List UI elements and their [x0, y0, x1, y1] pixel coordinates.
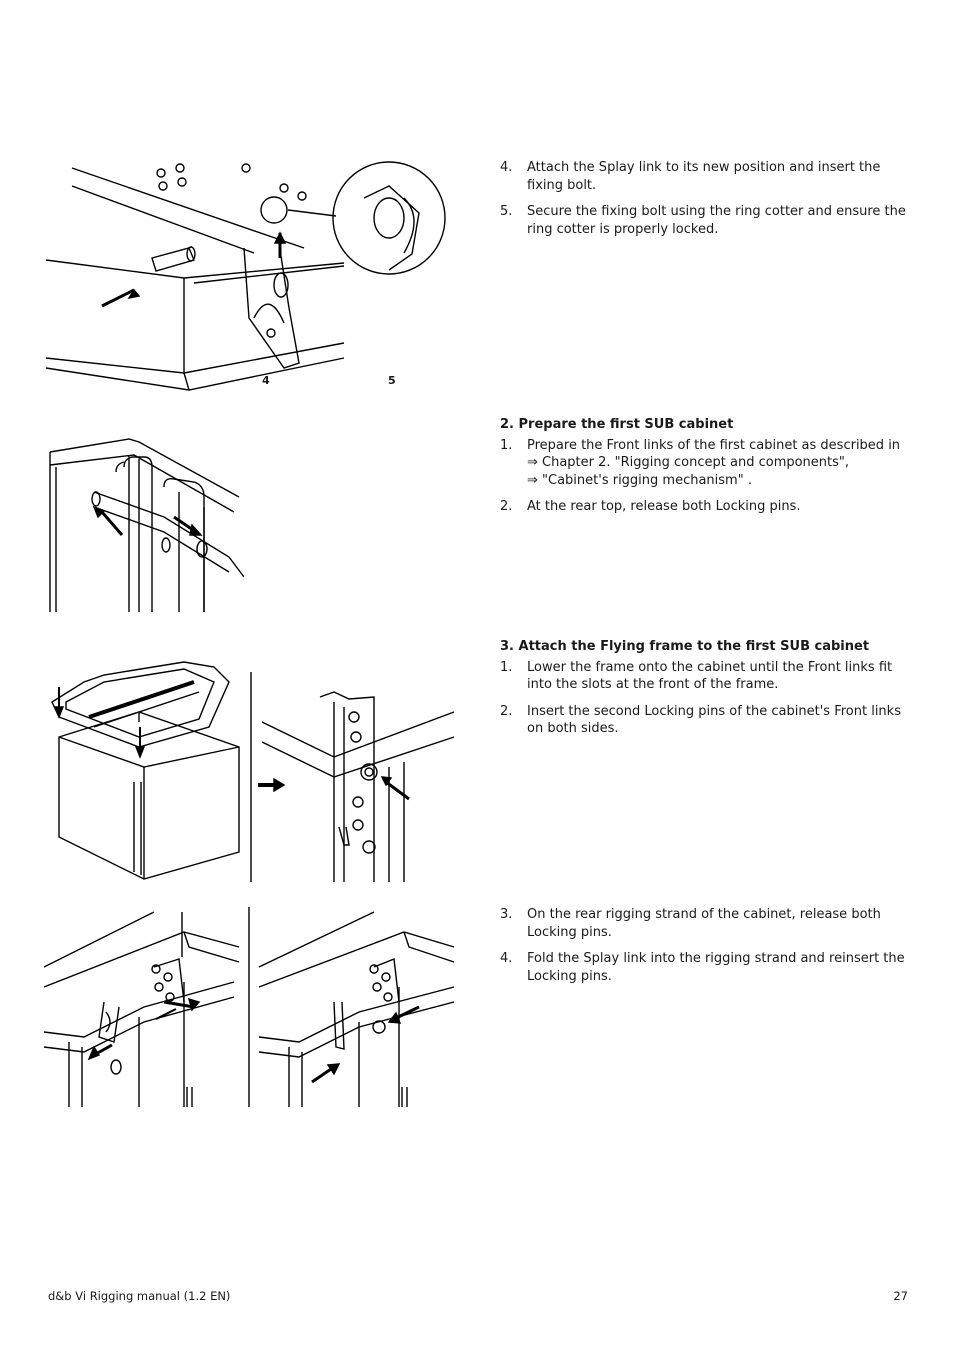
section-fold-splay-link-steps: 3. On the rear rigging strand of the cab… [500, 906, 915, 994]
step-number: 3. [500, 907, 513, 922]
step-text: Lower the frame onto the cabinet until t… [527, 659, 893, 693]
step-item: 4. Fold the Splay link into the rigging … [500, 950, 915, 985]
step-text: Fold the Splay link into the rigging str… [527, 951, 905, 984]
step-number: 2. [500, 499, 513, 514]
figure-fold-splay-link [44, 907, 459, 1107]
section-splay-link-steps: 4. Attach the Splay link to its new posi… [500, 159, 915, 247]
figure-flying-frame-on-cabinet [44, 657, 459, 882]
figure-splay-link-fixing-bolt [44, 158, 474, 398]
section-prepare-sub-cabinet: 2. Prepare the first SUB cabinet 1. Prep… [500, 416, 915, 525]
footer-page-number: 27 [893, 1289, 908, 1303]
steps-list: 1. Lower the frame onto the cabinet unti… [500, 659, 915, 738]
chapter-link[interactable]: ⇒ Chapter 2. "Rigging concept and compon… [527, 455, 850, 470]
figure1-callout-5: 5 [388, 374, 396, 387]
step-item: 1. Prepare the Front links of the first … [500, 437, 915, 490]
step-item: 5. Secure the fixing bolt using the ring… [500, 203, 915, 238]
step-text: At the rear top, release both Locking pi… [527, 499, 801, 514]
step-number: 1. [500, 437, 513, 453]
section-heading: 3. Attach the Flying frame to the first … [500, 639, 870, 654]
step-number: 4. [500, 160, 513, 175]
step-item: 2. At the rear top, release both Locking… [500, 498, 915, 516]
section-attach-flying-frame: 3. Attach the Flying frame to the first … [500, 638, 915, 747]
footer-manual-title: d&b Vi Rigging manual (1.2 EN) [48, 1289, 231, 1303]
step-item: 3. On the rear rigging strand of the cab… [500, 906, 915, 941]
step-number: 1. [500, 659, 513, 675]
step-text: Attach the Splay link to its new positio… [527, 160, 881, 193]
step-text: Prepare the Front links of the first cab… [527, 437, 901, 453]
step-item: 4. Attach the Splay link to its new posi… [500, 159, 915, 194]
mechanism-link[interactable]: ⇒ "Cabinet's rigging mechanism" . [527, 472, 752, 488]
section-heading: 2. Prepare the first SUB cabinet [500, 417, 734, 432]
steps-list: 4. Attach the Splay link to its new posi… [500, 159, 915, 238]
step-text: Insert the second Locking pins of the ca… [527, 703, 901, 737]
step-number: 2. [500, 703, 513, 719]
step-text-block: Prepare the Front links of the first cab… [527, 437, 915, 490]
step-number: 5. [500, 204, 513, 219]
steps-list: 3. On the rear rigging strand of the cab… [500, 906, 915, 985]
step-item: 2. Insert the second Locking pins of the… [500, 703, 915, 738]
figure1-callout-4: 4 [262, 374, 270, 387]
step-number: 4. [500, 951, 513, 966]
step-text: Secure the fixing bolt using the ring co… [527, 204, 906, 237]
steps-list: 1. Prepare the Front links of the first … [500, 437, 915, 516]
step-text: On the rear rigging strand of the cabine… [527, 907, 881, 940]
figure-rear-locking-pins [44, 437, 244, 612]
step-item: 1. Lower the frame onto the cabinet unti… [500, 659, 915, 694]
